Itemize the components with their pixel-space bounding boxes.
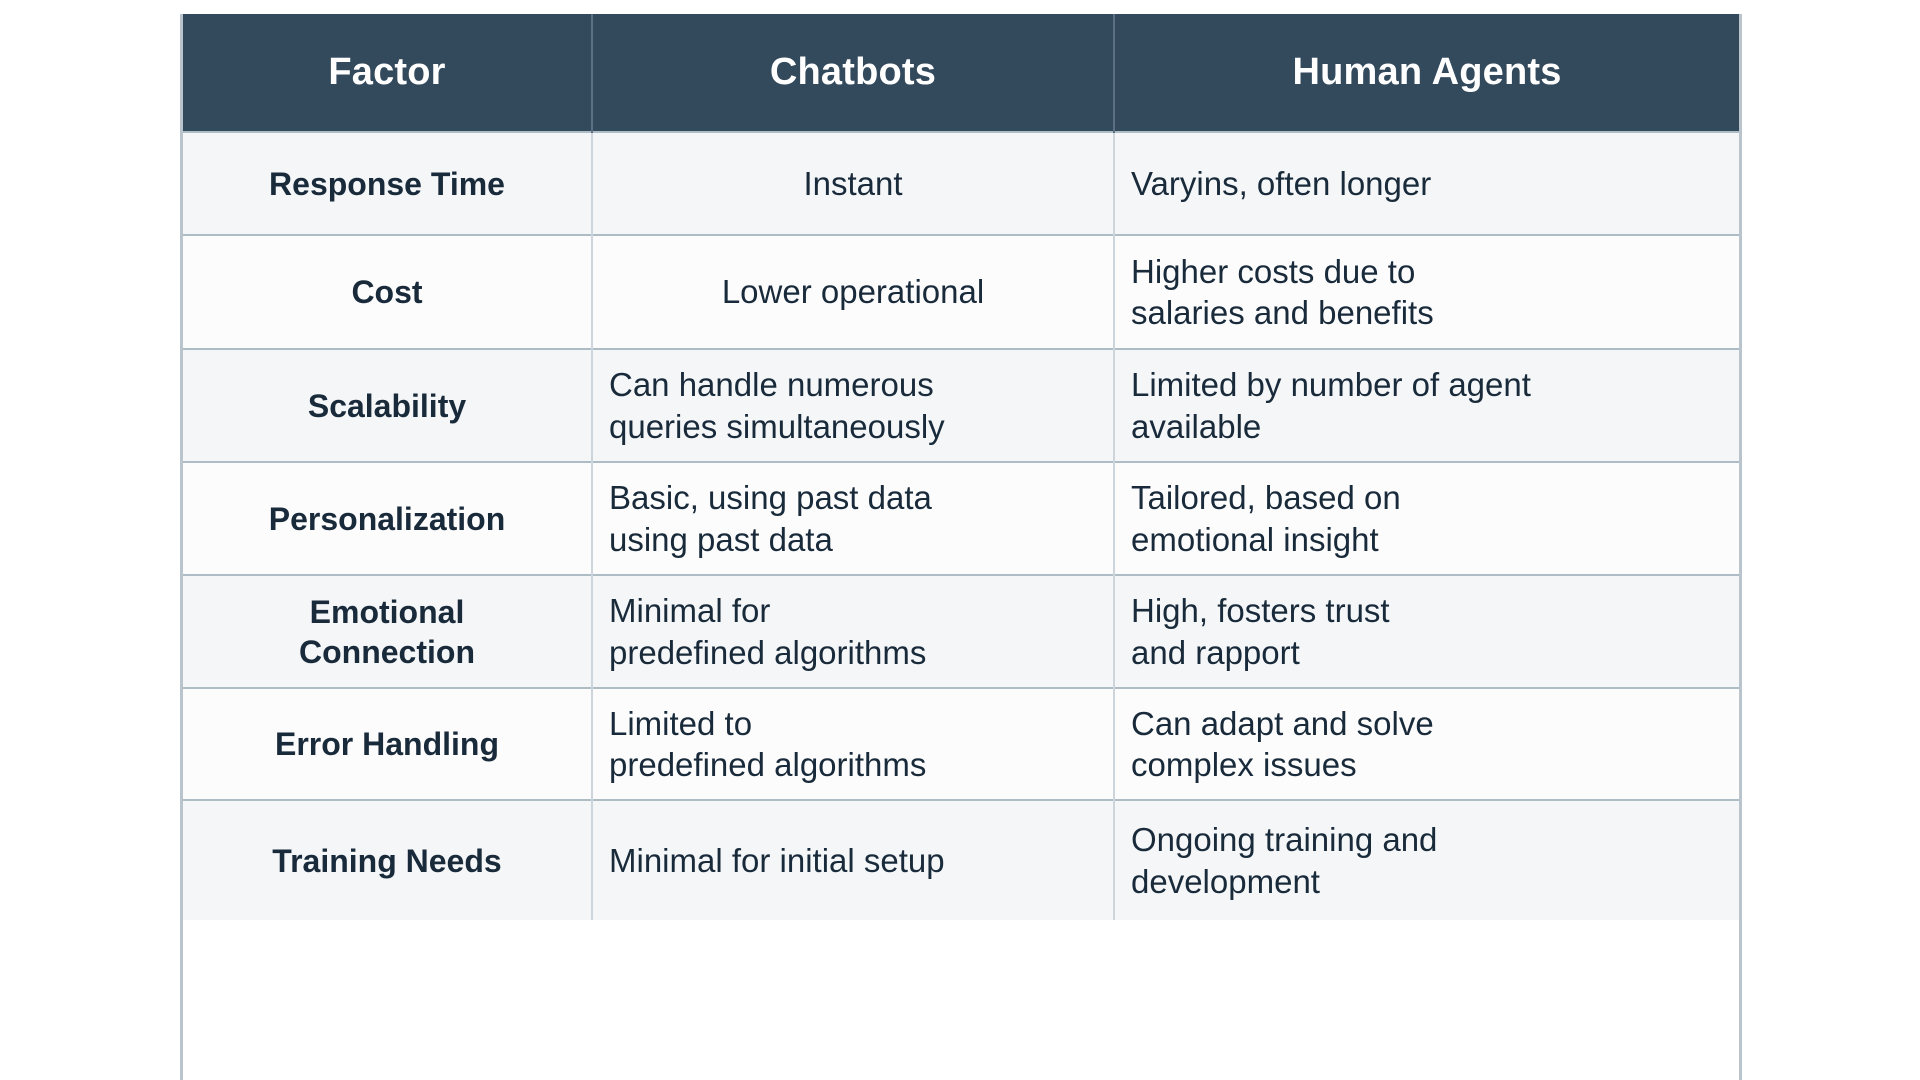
cell-human-agents: Higher costs due to salaries and benefit…: [1114, 234, 1739, 349]
column-header-chatbots: Chatbots: [592, 14, 1115, 132]
cell-factor: Training Needs: [183, 799, 593, 920]
cell-chatbots: Minimal for predefined algorithms: [592, 574, 1115, 688]
cell-chatbots: Minimal for initial setup: [592, 799, 1115, 920]
table-row: Emotional Connection Minimal for predefi…: [183, 574, 1739, 688]
cell-human-agents: Varyins, often longer: [1114, 131, 1739, 235]
table-row: Personalization Basic, using past data u…: [183, 461, 1739, 575]
table-row: Response Time Instant Varyins, often lon…: [183, 131, 1739, 235]
cell-human-agents: Ongoing training and development: [1114, 799, 1739, 920]
column-header-factor: Factor: [183, 14, 593, 132]
cell-chatbots: Basic, using past data using past data: [592, 461, 1115, 575]
table-row: Error Handling Limited to predefined alg…: [183, 687, 1739, 800]
table-row: Training Needs Minimal for initial setup…: [183, 799, 1739, 920]
cell-chatbots: Limited to predefined algorithms: [592, 687, 1115, 800]
cell-human-agents: High, fosters trust and rapport: [1114, 574, 1739, 688]
cell-human-agents: Tailored, based on emotional insight: [1114, 461, 1739, 575]
header-row: Factor Chatbots Human Agents: [183, 14, 1739, 132]
table-row: Scalability Can handle numerous queries …: [183, 348, 1739, 462]
cell-factor: Personalization: [183, 461, 593, 575]
table-row: Cost Lower operational Higher costs due …: [183, 234, 1739, 349]
column-header-human-agents: Human Agents: [1114, 14, 1739, 132]
comparison-table-container: Factor Chatbots Human Agents Response Ti…: [180, 14, 1742, 1080]
cell-factor: Emotional Connection: [183, 574, 593, 688]
cell-chatbots: Can handle numerous queries simultaneous…: [592, 348, 1115, 462]
cell-factor: Response Time: [183, 131, 593, 235]
cell-chatbots: Instant: [592, 131, 1115, 235]
comparison-table: Factor Chatbots Human Agents Response Ti…: [183, 14, 1739, 920]
cell-human-agents: Can adapt and solve complex issues: [1114, 687, 1739, 800]
cell-chatbots: Lower operational: [592, 234, 1115, 349]
cell-factor: Cost: [183, 234, 593, 349]
cell-human-agents: Limited by number of agent available: [1114, 348, 1739, 462]
table-header: Factor Chatbots Human Agents: [183, 14, 1739, 132]
cell-factor: Scalability: [183, 348, 593, 462]
cell-factor: Error Handling: [183, 687, 593, 800]
table-body: Response Time Instant Varyins, often lon…: [183, 131, 1739, 920]
